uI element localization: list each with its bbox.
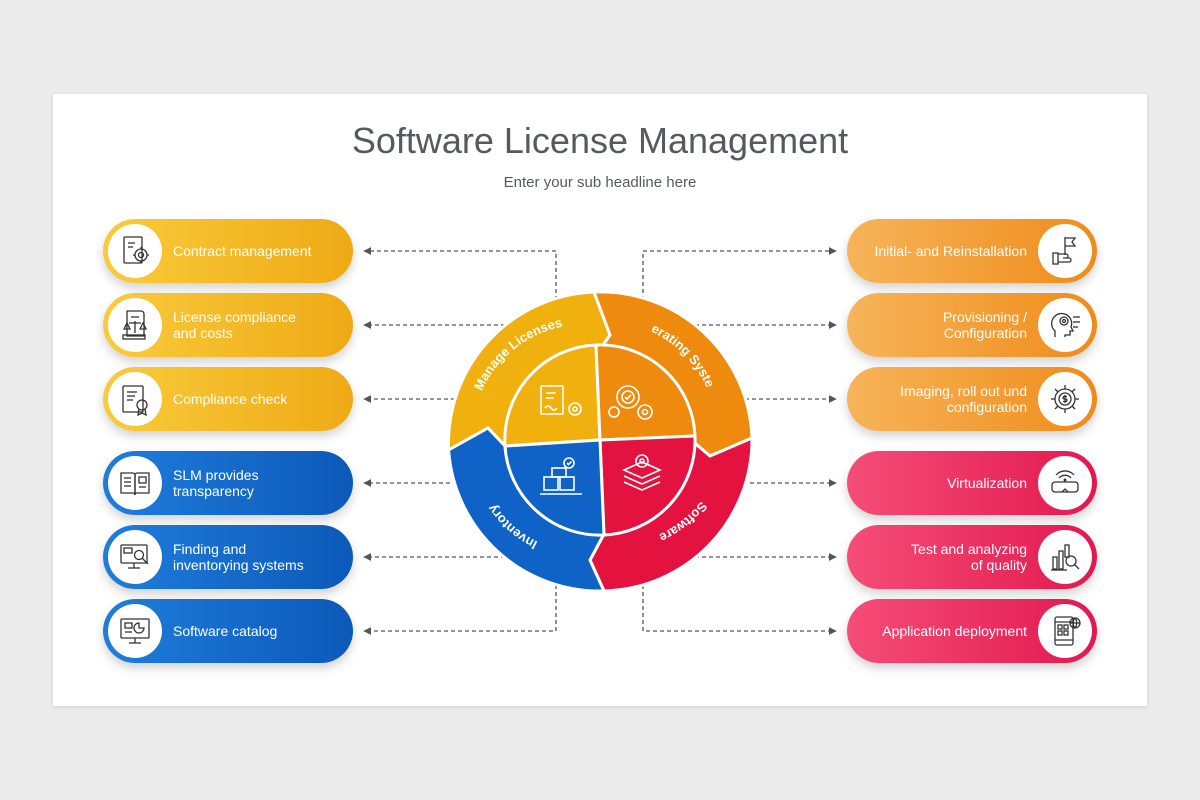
connector-contract-management (363, 247, 557, 300)
item-label: Software catalog (173, 623, 278, 639)
item-finding-systems[interactable]: Finding and inventorying systems (103, 525, 353, 589)
page-title: Software License Management (351, 120, 849, 161)
item-label: Initial- and Reinstallation (874, 243, 1027, 259)
gears-check-icon (608, 385, 653, 420)
item-test-quality[interactable]: Test and analyzing of quality (847, 525, 1097, 589)
item-label: Contract management (173, 243, 312, 259)
hand-flag-icon (1038, 224, 1092, 278)
document-gear-icon (540, 385, 582, 416)
item-provisioning[interactable]: Provisioning / Configuration (847, 293, 1097, 357)
item-label: License compliance and costs (173, 309, 296, 341)
connector-software-catalog (363, 585, 557, 635)
head-gear-icon (1038, 298, 1092, 352)
item-software-catalog[interactable]: Software catalog (103, 599, 353, 663)
item-virtualization[interactable]: Virtualization (847, 451, 1097, 515)
item-label: Application deployment (882, 623, 1027, 639)
bar-chart-magnifier-icon (1038, 530, 1092, 584)
item-label: Compliance check (173, 391, 288, 407)
connector-app-deployment (642, 585, 837, 635)
inner-quadrant-manage-licenses (503, 343, 602, 448)
boxes-check-icon (540, 457, 582, 495)
vr-headset-icon (1038, 456, 1092, 510)
item-label: Virtualization (947, 475, 1027, 491)
contract-gear-icon (108, 224, 162, 278)
inner-quadrant-software (598, 434, 697, 537)
item-label: Test and analyzing of quality (911, 541, 1027, 573)
item-label: Imaging, roll out und configuration (900, 383, 1027, 415)
item-license-compliance[interactable]: License compliance and costs (103, 293, 353, 357)
item-app-deployment[interactable]: Application deployment (847, 599, 1097, 663)
certificate-icon (108, 372, 162, 426)
dollar-gear-icon (1038, 372, 1092, 426)
layers-gear-icon (622, 454, 662, 491)
item-contract-management[interactable]: Contract management (103, 219, 353, 283)
item-reinstallation[interactable]: Initial- and Reinstallation (847, 219, 1097, 283)
scales-document-icon (108, 298, 162, 352)
phone-apps-icon (1038, 604, 1092, 658)
connector-reinstallation (642, 247, 837, 300)
item-imaging[interactable]: Imaging, roll out und configuration (847, 367, 1097, 431)
open-book-icon (108, 456, 162, 510)
item-compliance-check[interactable]: Compliance check (103, 367, 353, 431)
page-subtitle: Enter your sub headline here (503, 174, 697, 191)
inner-quadrant-inventory (503, 438, 606, 537)
monitor-search-icon (108, 530, 162, 584)
item-label: Provisioning / Configuration (942, 309, 1027, 341)
inner-quadrant-operating-system (594, 343, 697, 442)
item-label: Finding and inventorying systems (173, 541, 304, 573)
item-slm-transparency[interactable]: SLM provides transparency (103, 451, 353, 515)
item-label: SLM provides transparency (173, 467, 259, 499)
monitor-catalog-icon (108, 604, 162, 658)
